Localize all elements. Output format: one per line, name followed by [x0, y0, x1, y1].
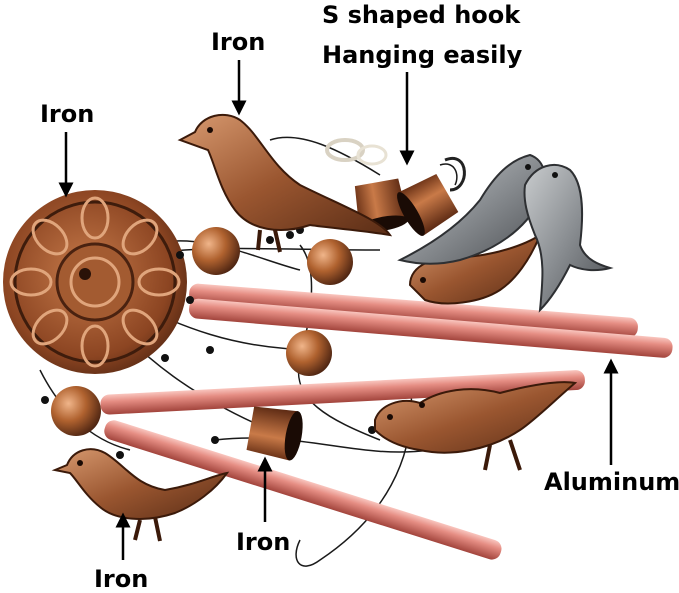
hook [325, 138, 466, 192]
copper-balls [51, 227, 353, 436]
label-iron-left: Iron [40, 100, 95, 128]
annotation-arrows [58, 60, 619, 560]
label-aluminum: Aluminum [544, 468, 679, 496]
aluminum-tubes [100, 283, 673, 560]
label-iron-bottom-center: Iron [236, 528, 291, 556]
bells [246, 173, 459, 461]
beads [41, 226, 444, 459]
label-hook-line2: Hanging easily [322, 41, 523, 69]
birds [51, 113, 614, 542]
decorative-disc [3, 190, 187, 374]
label-iron-top: Iron [211, 28, 266, 56]
label-iron-bottom-left: Iron [94, 565, 149, 593]
label-hook-line1: S shaped hook [322, 1, 521, 29]
